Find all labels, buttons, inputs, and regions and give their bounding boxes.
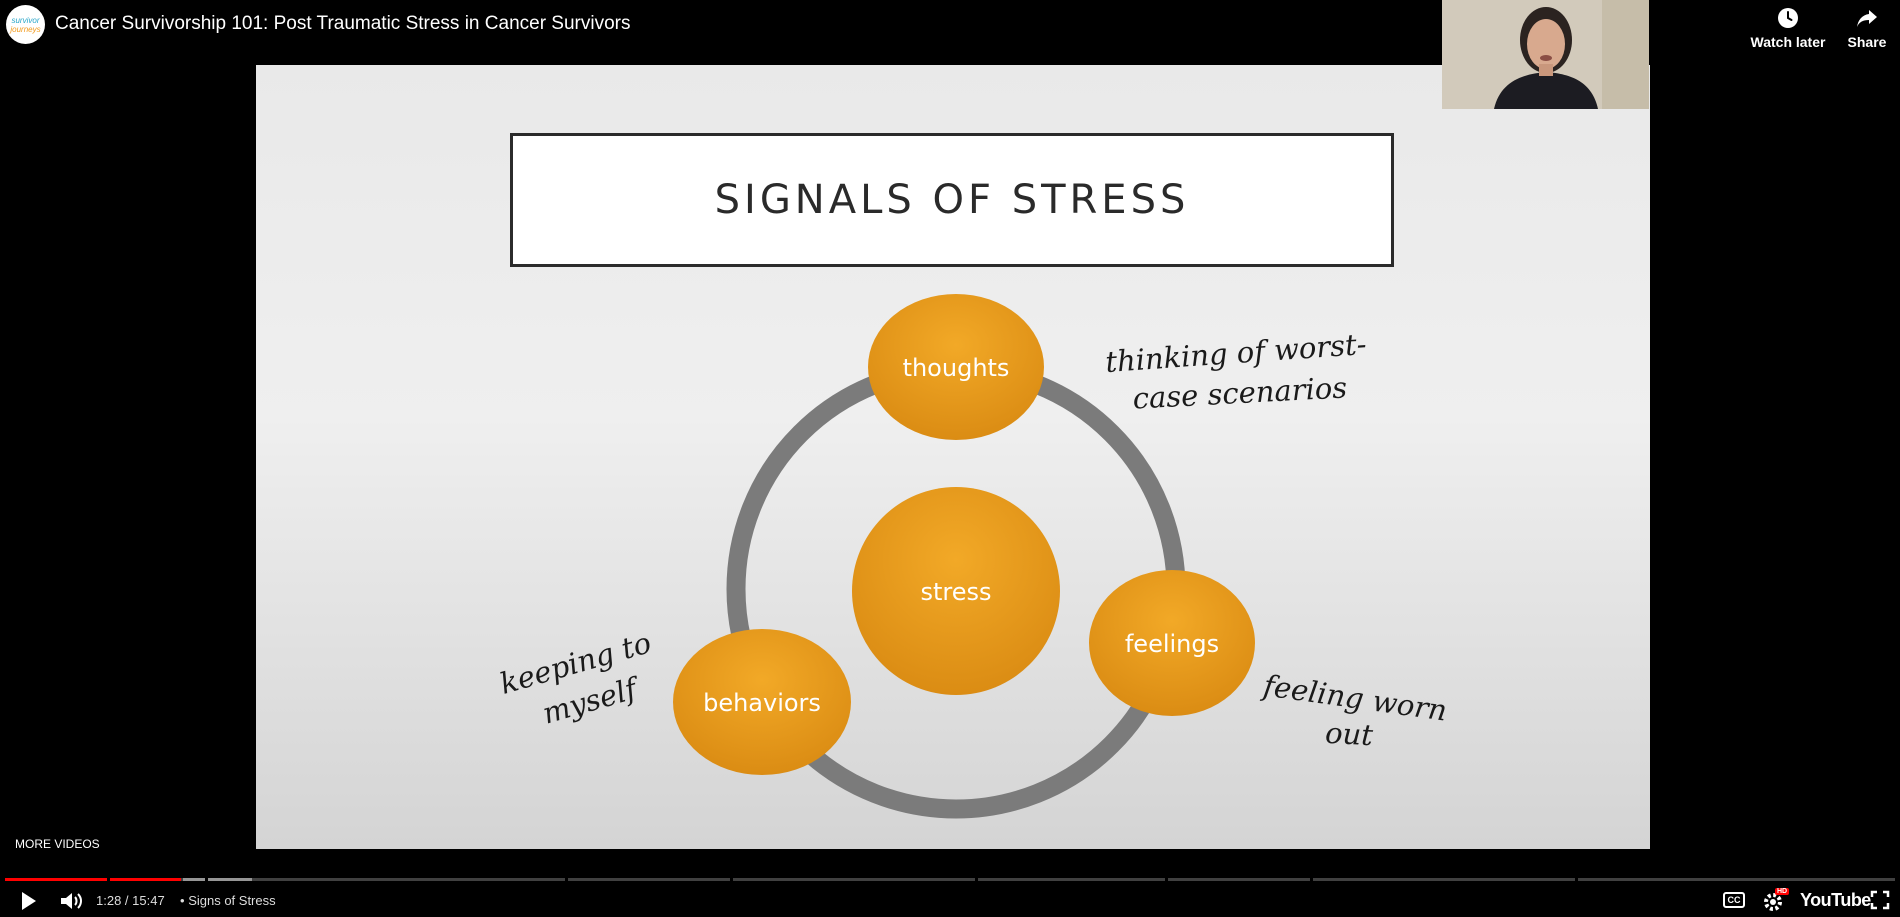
- chapter-marker: [205, 878, 208, 881]
- watch-later-button[interactable]: Watch later: [1748, 6, 1828, 50]
- slide-title-box: SIGNALS OF STRESS: [510, 133, 1394, 267]
- share-label: Share: [1847, 34, 1887, 50]
- settings-button[interactable]: HD: [1761, 888, 1790, 912]
- chapter-marker: [730, 878, 733, 881]
- channel-logo[interactable]: survivor journeys: [6, 5, 45, 44]
- hd-badge: HD: [1775, 888, 1790, 895]
- chapter-marker: [107, 878, 110, 881]
- stress-cycle-diagram: thoughts stress feelings behaviors think…: [496, 294, 1449, 819]
- slide-title: SIGNALS OF STRESS: [714, 177, 1190, 223]
- gear-icon: [1764, 893, 1782, 911]
- presenter-image: [1442, 0, 1649, 109]
- chapter-marker: [975, 878, 978, 881]
- chapter-separator: •: [180, 893, 185, 908]
- feelings-node: [1089, 570, 1255, 716]
- player-controls: 1:28 / 15:47 • Signs of Stress CC HD You…: [0, 886, 1900, 916]
- fullscreen-icon[interactable]: [1870, 890, 1890, 910]
- share-button[interactable]: Share: [1846, 6, 1888, 50]
- progress-buffered: [183, 878, 252, 881]
- top-bar: survivor journeys Cancer Survivorship 10…: [0, 0, 1900, 50]
- chapter-label: Signs of Stress: [188, 893, 276, 908]
- channel-logo-text: survivor journeys: [10, 15, 41, 34]
- play-icon[interactable]: [16, 889, 40, 913]
- share-arrow-icon: [1857, 10, 1877, 27]
- thoughts-node: [868, 294, 1044, 440]
- progress-played: [5, 878, 181, 881]
- chapter-marker: [565, 878, 568, 881]
- stress-node: [852, 487, 1060, 695]
- feelings-label: feelings: [1125, 630, 1219, 658]
- chapter-marker: [1575, 878, 1578, 881]
- clock-icon: [1778, 8, 1798, 28]
- stress-label: stress: [920, 578, 991, 606]
- captions-button[interactable]: CC: [1723, 892, 1745, 908]
- youtube-logo[interactable]: YouTube: [1800, 890, 1871, 910]
- behaviors-node: [673, 629, 851, 775]
- chapter-title[interactable]: • Signs of Stress: [180, 893, 276, 908]
- presenter-webcam: [1442, 0, 1649, 109]
- behaviors-label: behaviors: [703, 689, 821, 717]
- video-title[interactable]: Cancer Survivorship 101: Post Traumatic …: [55, 13, 631, 34]
- volume-icon[interactable]: [58, 889, 84, 913]
- video-frame[interactable]: SIGNALS OF STRESS thoughts stress feelin…: [256, 65, 1650, 849]
- chapter-marker: [1310, 878, 1313, 881]
- time-display: 1:28 / 15:47: [96, 893, 165, 908]
- thoughts-note-line2: case scenarios: [1132, 370, 1348, 415]
- watch-later-label: Watch later: [1750, 34, 1826, 50]
- thoughts-label: thoughts: [903, 354, 1010, 382]
- more-videos-link[interactable]: MORE VIDEOS: [15, 837, 100, 851]
- feelings-note-line2: out: [1324, 716, 1374, 752]
- cc-label: CC: [1727, 895, 1741, 905]
- progress-bar[interactable]: [5, 878, 1895, 881]
- chapter-marker: [1165, 878, 1168, 881]
